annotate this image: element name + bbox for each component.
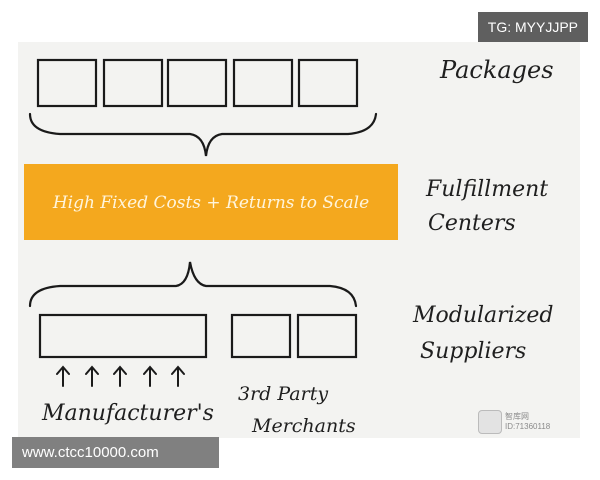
label-modularized-1: Modularized bbox=[412, 303, 553, 328]
website-watermark: www.ctcc10000.com bbox=[12, 437, 219, 468]
telegram-watermark: TG: MYYJJPP bbox=[477, 12, 588, 42]
package-box bbox=[102, 58, 164, 108]
manufacturer-arrows bbox=[56, 365, 185, 387]
label-third-party-2: Merchants bbox=[251, 415, 356, 437]
package-box bbox=[297, 58, 359, 108]
manufacturer-box bbox=[38, 313, 208, 359]
label-fulfillment-1: Fulfillment bbox=[425, 177, 548, 202]
label-modularized-2: Suppliers bbox=[420, 339, 526, 364]
package-box bbox=[166, 58, 228, 108]
label-fulfillment-2: Centers bbox=[428, 211, 516, 236]
fulfillment-banner bbox=[24, 164, 398, 240]
merchant-box bbox=[230, 313, 292, 359]
watermark-logo-icon bbox=[478, 410, 502, 434]
id-watermark: 智库网 ID:71360118 bbox=[478, 408, 574, 434]
label-packages: Packages bbox=[439, 56, 554, 84]
package-boxes bbox=[36, 58, 359, 108]
packages-brace bbox=[28, 112, 378, 157]
supplier-boxes bbox=[38, 313, 358, 359]
label-manufacturers: Manufacturer's bbox=[41, 401, 214, 426]
suppliers-brace bbox=[28, 261, 358, 308]
merchant-box bbox=[296, 313, 358, 359]
package-box bbox=[36, 58, 98, 108]
arrow-up-icon bbox=[171, 365, 185, 387]
package-box bbox=[232, 58, 294, 108]
arrow-up-icon bbox=[85, 365, 99, 387]
banner-text: High Fixed Costs + Returns to Scale bbox=[52, 193, 369, 213]
id-watermark-line2: ID:71360118 bbox=[505, 422, 551, 431]
id-watermark-line1: 智库网 bbox=[505, 412, 529, 421]
label-third-party-1: 3rd Party bbox=[238, 383, 328, 405]
arrow-up-icon bbox=[143, 365, 157, 387]
arrow-up-icon bbox=[56, 365, 70, 387]
arrow-up-icon bbox=[113, 365, 127, 387]
